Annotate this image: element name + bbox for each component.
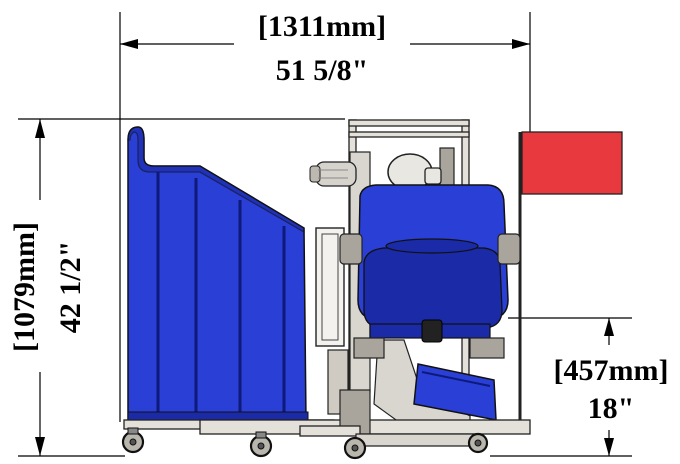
height-inch-label: 42 1/2"	[54, 241, 87, 334]
seat-height-dimension: [457mm] 18"	[490, 317, 669, 457]
height-dimension: [1079mm] 42 1/2"	[8, 118, 345, 457]
width-dimension: [1311mm] 51 5/8"	[119, 10, 531, 422]
width-mm-label: [1311mm]	[258, 10, 386, 43]
height-mm-label: [1079mm]	[8, 222, 41, 352]
caster-wheels	[121, 427, 489, 460]
headrest	[387, 153, 442, 191]
base-frame	[123, 389, 531, 447]
folded-panel	[315, 227, 349, 415]
push-handle	[309, 161, 357, 187]
blue-seat	[339, 184, 521, 343]
blue-container	[127, 126, 309, 421]
seat-mm-label: [457mm]	[554, 354, 669, 387]
safety-flag	[518, 131, 623, 420]
seat-inch-label: 18"	[588, 392, 635, 425]
width-inch-label: 51 5/8"	[276, 54, 369, 87]
